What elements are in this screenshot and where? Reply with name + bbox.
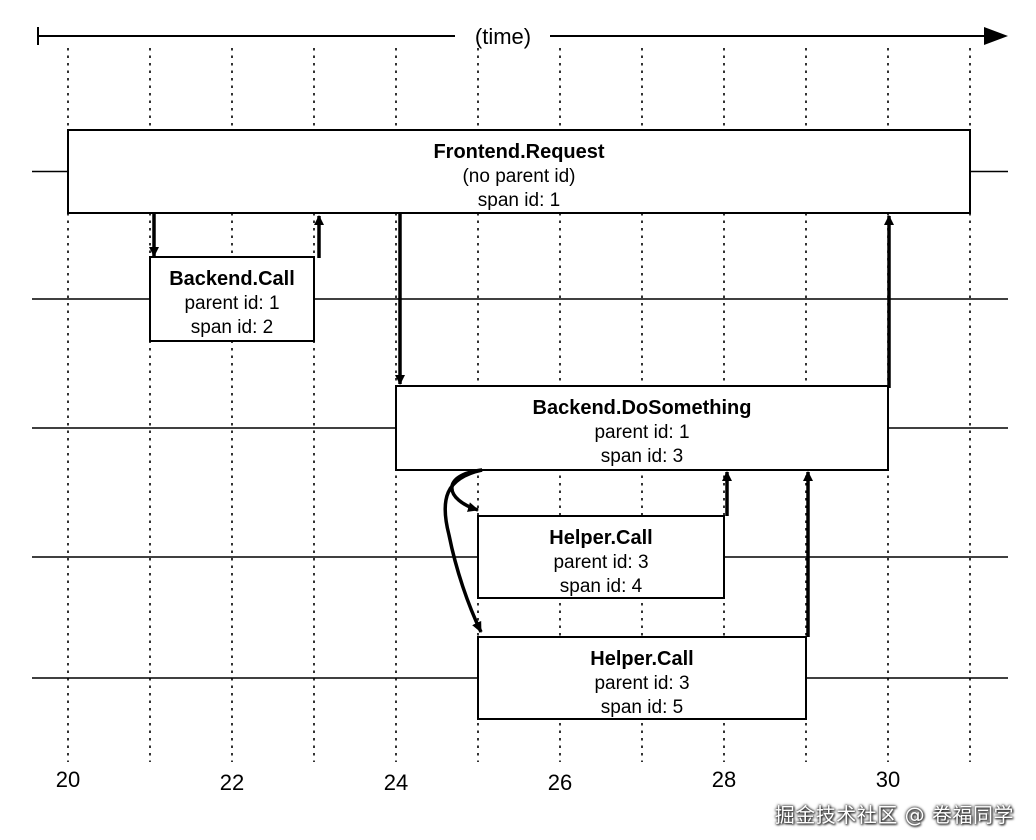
span-box-rect <box>395 385 889 471</box>
tick-label-20: 20 <box>56 767 80 792</box>
tick-label-26: 26 <box>548 770 572 795</box>
time-axis: (time) <box>37 24 1008 49</box>
span-box-rect <box>477 636 807 720</box>
span-parent-id: parent id: 3 <box>553 552 648 573</box>
arrow-dosomething-to-helper-call-5 <box>443 468 483 633</box>
span-boxes: Frontend.Request (no parent id) span id: 1… <box>67 129 971 720</box>
span-parent-id: parent id: 3 <box>594 673 689 694</box>
span-id: span id: 2 <box>191 317 273 338</box>
call-arrows <box>149 214 894 637</box>
tick-label-30: 30 <box>876 767 900 792</box>
span-name: Backend.Call <box>169 268 295 290</box>
span-parent-id: parent id: 1 <box>184 293 279 314</box>
span-box-2: Backend.Call parent id: 1 span id: 2 <box>149 256 315 342</box>
span-id: span id: 5 <box>601 697 683 718</box>
span-parent-id: (no parent id) <box>462 166 575 187</box>
span-name: Frontend.Request <box>433 141 604 163</box>
span-box-1: Frontend.Request (no parent id) span id: 1 <box>67 129 971 214</box>
span-name: Backend.DoSomething <box>533 397 752 419</box>
span-box-4: Helper.Call parent id: 3 span id: 4 <box>477 515 725 599</box>
tick-label-24: 24 <box>384 770 408 795</box>
span-box-3: Backend.DoSomething parent id: 1 span id: … <box>395 385 889 471</box>
tick-label-22: 22 <box>220 770 244 795</box>
tick-label-28: 28 <box>712 767 736 792</box>
span-box-rect <box>149 256 315 342</box>
watermark: 掘金技术社区 @ 卷福同学 <box>774 803 1014 827</box>
time-tick-labels: 20 22 24 26 28 30 <box>56 767 900 795</box>
span-box-rect <box>477 515 725 599</box>
time-axis-label: (time) <box>475 24 531 49</box>
time-axis-arrow-icon <box>984 27 1008 45</box>
span-id: span id: 1 <box>478 190 560 211</box>
span-id: span id: 3 <box>601 446 683 467</box>
span-parent-id: parent id: 1 <box>594 422 689 443</box>
span-name: Helper.Call <box>590 648 693 670</box>
span-id: span id: 4 <box>560 576 643 597</box>
span-box-rect <box>67 129 971 214</box>
span-box-5: Helper.Call parent id: 3 span id: 5 <box>477 636 807 720</box>
span-name: Helper.Call <box>549 527 652 549</box>
